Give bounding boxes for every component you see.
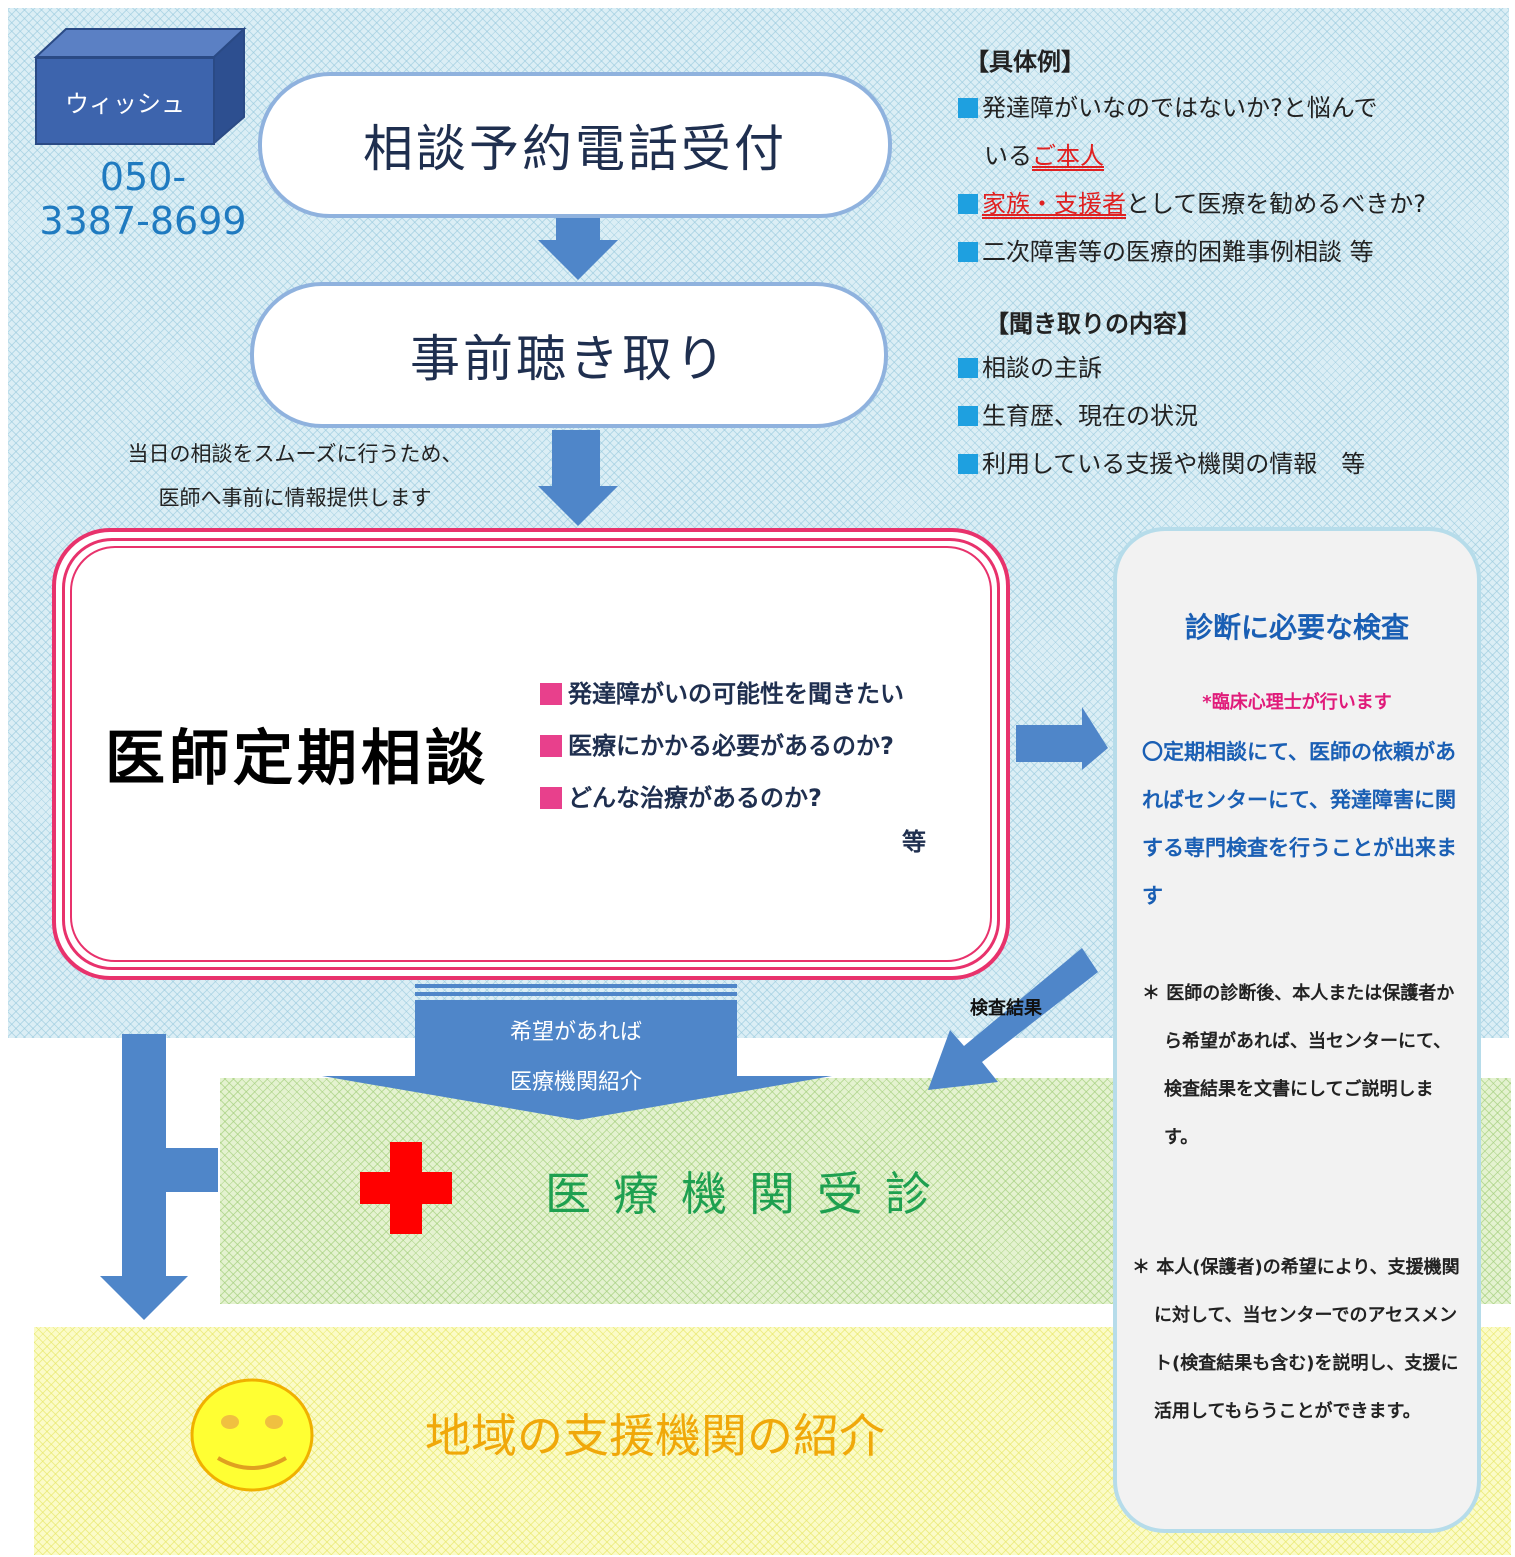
test-panel-note-2: ＊ 本人(保護者)の希望により、支援機関に対して、当センターでのアセスメント(検… <box>1132 1257 1460 1422</box>
arrow-left-down <box>100 1034 218 1320</box>
referral-text: 希望があれば 医療機関紹介 <box>509 1020 642 1095</box>
smiley-icon <box>190 1378 314 1492</box>
arrow-down-2 <box>538 430 618 526</box>
test-panel-title: 診断に必要な検査 <box>1184 611 1409 644</box>
consultation-item: 医療にかかる必要があるのか? <box>540 720 904 772</box>
hearing-item-1: 相談の主訴 <box>958 344 1102 392</box>
consultation-etc: 等 <box>902 828 926 856</box>
org-name: ウィッシュ <box>35 57 215 145</box>
consultation-item: どんな治療があるのか? <box>540 772 904 824</box>
phone-number: 050- 3387-8699 <box>39 155 247 243</box>
regional-support-referral: 地域の支援機関の紹介 <box>425 1409 885 1463</box>
test-result-label: 検査結果 <box>970 998 1042 1019</box>
step-phone-reservation: 相談予約電話受付 <box>258 72 892 218</box>
red-cross-icon <box>360 1142 452 1234</box>
examples-heading: 【具体例】 <box>965 48 1085 76</box>
step-pre-hearing: 事前聴き取り <box>250 282 888 428</box>
test-panel <box>1113 527 1481 1533</box>
hearing-item-2: 生育歴、現在の状況 <box>958 392 1198 440</box>
hearing-item-3: 利用している支援や機関の情報 等 <box>958 440 1365 488</box>
test-panel-note-1: ＊ 医師の診断後、本人または保護者から希望があれば、当センターにて、検査結果を文… <box>1142 983 1455 1148</box>
arrow-right <box>1016 707 1108 770</box>
example-item-3: 二次障害等の医療的困難事例相談 等 <box>958 228 1374 276</box>
test-panel-description: 〇定期相談にて、医師の依頼があればセンターにて、発達障害に関する専門検査を行うこ… <box>1142 740 1457 908</box>
consultation-item: 発達障がいの可能性を聞きたい <box>540 668 904 720</box>
consultation-title: 医師定期相談 <box>105 724 489 794</box>
arrow-down-1 <box>538 218 618 280</box>
consultation-list: 発達障がいの可能性を聞きたい 医療にかかる必要があるのか? どんな治療があるのか… <box>540 668 904 824</box>
hearing-heading: 【聞き取りの内容】 <box>985 310 1201 338</box>
arrow-test-result <box>928 948 1098 1090</box>
example-item-2: 家族・支援者として医療を勧めるべきか? <box>958 180 1426 228</box>
pre-hearing-caption-1: 当日の相談をスムーズに行うため、 <box>127 442 463 466</box>
test-panel-note: *臨床心理士が行います <box>1202 692 1392 713</box>
example-item-1a: 発達障がいなのではないか?と悩んで <box>958 84 1378 132</box>
example-item-1b: いるご本人 <box>984 142 1104 170</box>
consultation-box <box>52 528 1010 980</box>
hospital-visit: 医療機関受診 <box>545 1167 953 1221</box>
pre-hearing-caption-2: 医師へ事前に情報提供します <box>158 486 432 510</box>
arrow-referral <box>322 1000 832 1120</box>
